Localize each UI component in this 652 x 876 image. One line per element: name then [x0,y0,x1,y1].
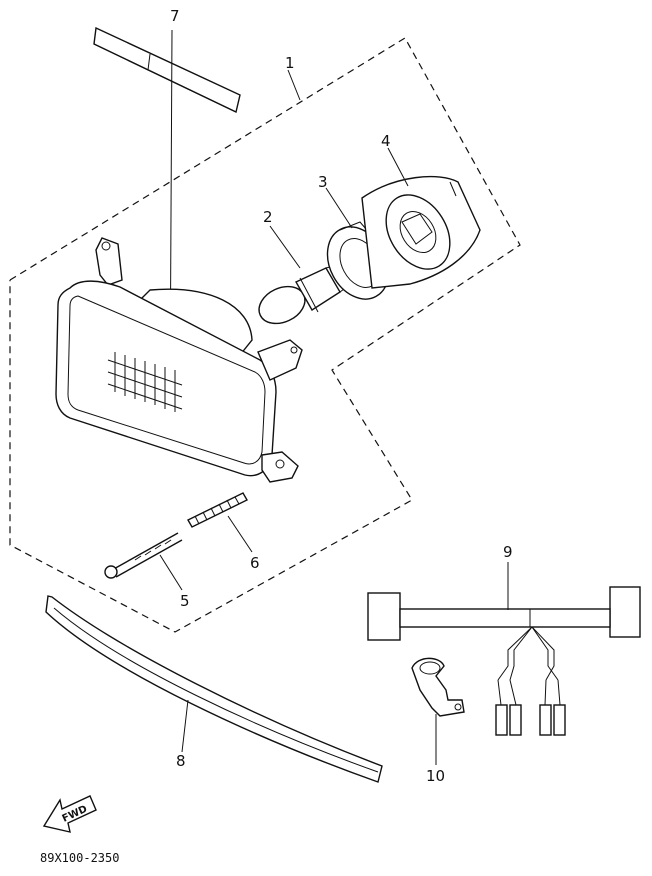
part-labels: 1 2 3 4 5 6 7 8 9 10 [170,7,513,785]
lens-pattern [107,352,183,412]
part-8-trim-strip [45,595,383,783]
part-7-trim-strip [93,26,241,401]
fwd-arrow: FWD [42,795,97,833]
headlight-housing [55,237,303,483]
part-10-clamp [411,657,465,717]
part-label-8: 8 [176,752,186,770]
part-2-bulb [258,261,357,325]
part-4-cover [361,175,481,289]
part-label-7: 7 [170,7,180,25]
part-label-2: 2 [263,208,273,226]
part-label-6: 6 [250,554,260,572]
part-label-9: 9 [503,543,513,561]
drawing-code: 89X100-2350 [40,851,119,865]
part-label-10: 10 [426,767,445,785]
part-9-harness [367,586,641,736]
part-5-screw [104,532,183,579]
leader-lines [159,69,509,765]
part-label-3: 3 [318,173,328,191]
part-label-4: 4 [381,132,391,150]
part-label-5: 5 [180,592,190,610]
part-label-1: 1 [285,54,295,72]
assembly-boundary [9,37,521,633]
part-6-spring [187,492,248,528]
